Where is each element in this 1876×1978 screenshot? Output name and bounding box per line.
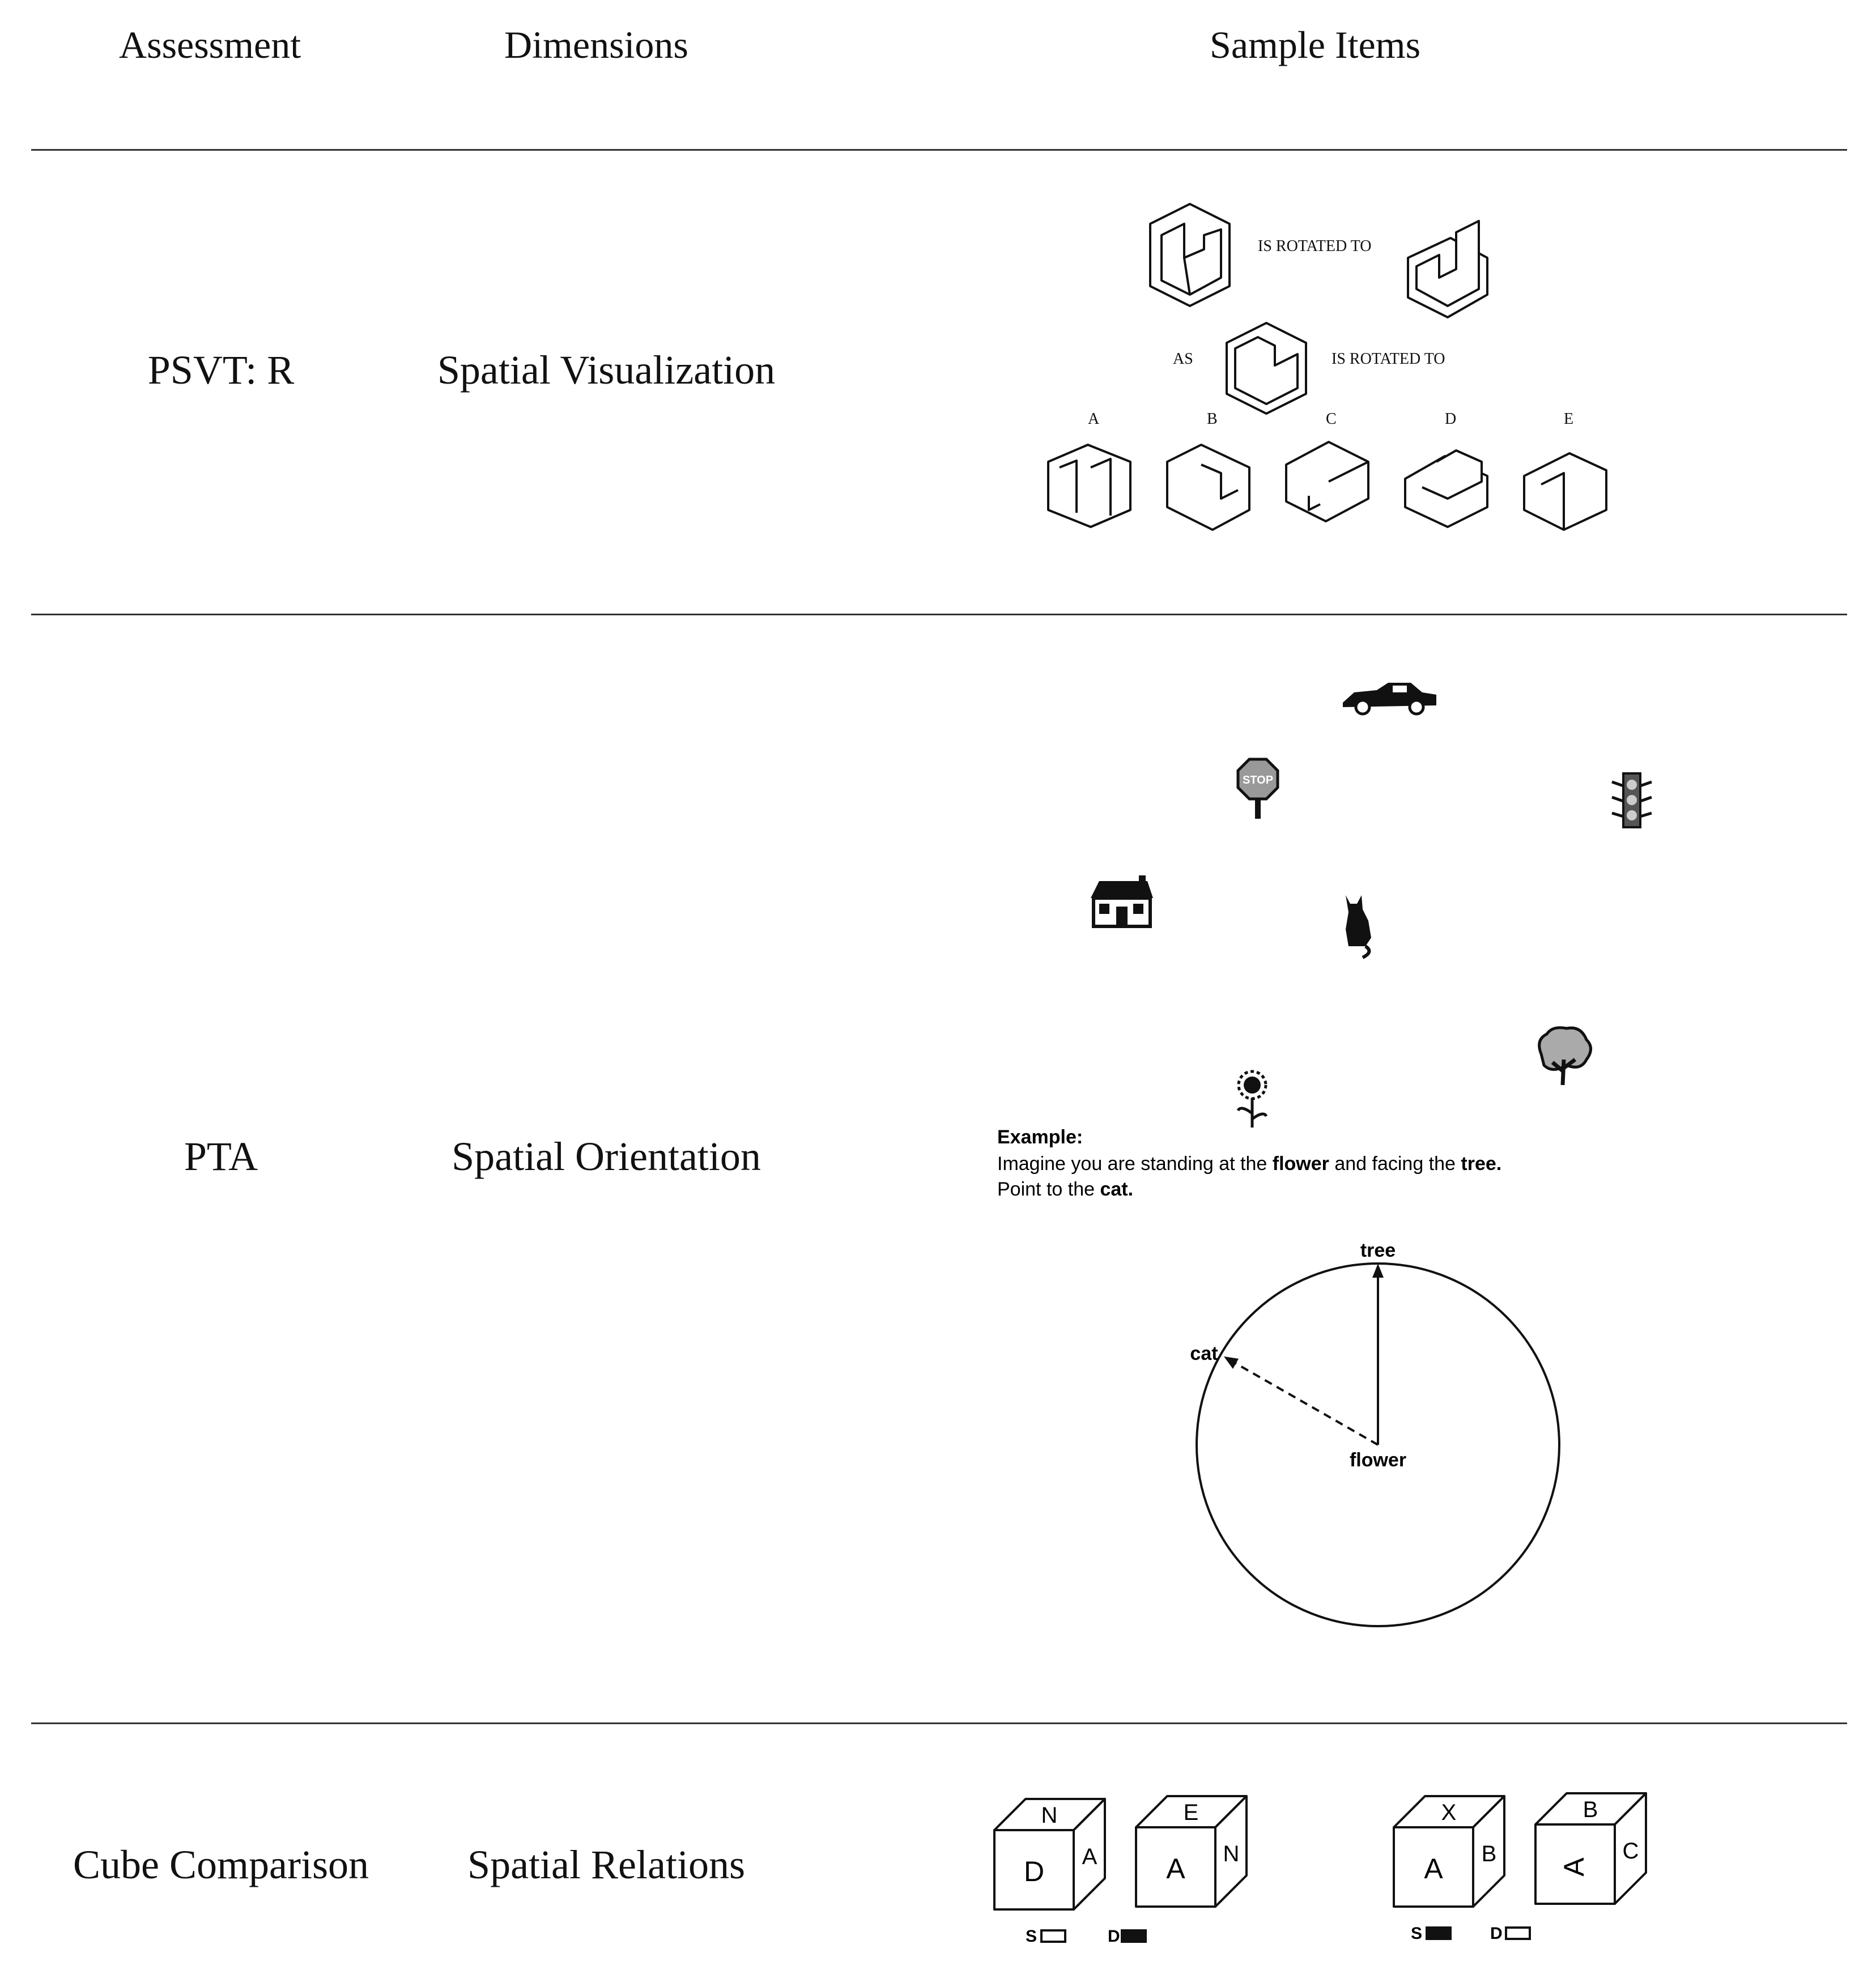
cube-pair2-cube1: X A B	[1393, 1795, 1505, 1908]
row-dimension-orientation: Spatial Orientation	[452, 1134, 761, 1179]
header-dimensions: Dimensions	[504, 23, 688, 66]
row-assessment-pta: PTA	[184, 1134, 258, 1179]
row-dimension-relations: Spatial Relations	[467, 1842, 745, 1887]
psvt-option-e-object	[1523, 452, 1607, 531]
svg-text:E: E	[1184, 1800, 1199, 1825]
car-icon	[1343, 683, 1436, 716]
svg-text:X: X	[1441, 1800, 1457, 1825]
cube-pair2-answer: S D	[1411, 1924, 1531, 1943]
psvt-option-a-object	[1047, 444, 1131, 528]
psvt-option-d-object	[1404, 449, 1488, 528]
cube-pair1-cube2: E A N	[1135, 1795, 1248, 1908]
house-icon	[1091, 875, 1153, 928]
header-assessment: Assessment	[119, 23, 301, 66]
psvt-option-b-label: B	[1207, 410, 1218, 428]
psvt-option-c-label: C	[1326, 410, 1337, 428]
svg-text:D: D	[1024, 1856, 1044, 1887]
svg-text:C: C	[1623, 1839, 1639, 1864]
svg-text:STOP: STOP	[1243, 774, 1273, 786]
cube-comparison-sample-item: N D A E A N S D X A B B A C S D	[993, 1792, 1647, 1946]
pta-label-tree: tree	[1360, 1240, 1396, 1261]
svg-text:A: A	[1558, 1857, 1590, 1877]
pta-instruction-line-1: Imagine you are standing at the flower a…	[997, 1153, 1501, 1175]
cube-pair2-cube2: B A C	[1534, 1792, 1647, 1905]
svg-text:B: B	[1583, 1797, 1598, 1822]
pta-label-flower: flower	[1350, 1449, 1406, 1471]
pta-label-cat: cat	[1190, 1343, 1218, 1364]
traffic-light-icon	[1611, 772, 1652, 828]
row-assessment-cube-comparison: Cube Comparison	[73, 1842, 369, 1887]
flower-icon	[1236, 1070, 1268, 1128]
pta-instruction-line-2: Point to the cat.	[997, 1179, 1133, 1200]
tree-icon	[1538, 1026, 1592, 1086]
psvt-reference-object	[1149, 203, 1231, 307]
row-rule-2	[31, 1722, 1847, 1724]
stop-sign-icon: STOP	[1236, 758, 1279, 819]
svg-text:D: D	[1490, 1924, 1503, 1943]
psvt-sample-item: IS ROTATED TO AS IS ROTATED TO A B C D E	[1047, 203, 1607, 531]
svg-text:A: A	[1082, 1844, 1097, 1869]
psvt-rotated-reference-object	[1407, 220, 1488, 318]
row-rule-1	[31, 614, 1847, 615]
cube-pair1-cube1: N D A	[993, 1798, 1106, 1911]
svg-text:S: S	[1411, 1924, 1422, 1943]
svg-text:N: N	[1223, 1841, 1240, 1866]
psvt-option-d-label: D	[1445, 410, 1456, 428]
psvt-option-e-label: E	[1564, 410, 1573, 428]
pta-example-label: Example:	[997, 1126, 1083, 1148]
psvt-question-object	[1226, 322, 1307, 415]
psvt-option-b-object	[1166, 444, 1250, 531]
header-sample-items: Sample Items	[1210, 23, 1421, 66]
cat-icon	[1346, 895, 1371, 959]
svg-text:A: A	[1166, 1853, 1185, 1885]
svg-text:A: A	[1424, 1853, 1443, 1885]
svg-text:S: S	[1026, 1927, 1037, 1946]
psvt-is-rotated-to-label-2: IS ROTATED TO	[1332, 350, 1445, 368]
svg-text:D: D	[1108, 1927, 1120, 1946]
row-dimension-visualization: Spatial Visualization	[437, 347, 776, 393]
pta-answer-circle: tree cat flower	[1190, 1240, 1560, 1627]
psvt-option-a-label: A	[1088, 410, 1100, 428]
psvt-as-label: AS	[1173, 350, 1193, 368]
psvt-option-c-object	[1285, 441, 1369, 522]
cube-pair1-answer: S D	[1026, 1927, 1147, 1946]
row-assessment-psvt: PSVT: R	[147, 347, 295, 393]
svg-text:N: N	[1041, 1803, 1058, 1828]
pta-sample-item: STOP Example: Imagine you are standing a…	[997, 683, 1652, 1627]
svg-text:B: B	[1482, 1841, 1497, 1866]
psvt-is-rotated-to-label-1: IS ROTATED TO	[1258, 237, 1372, 255]
header-rule	[31, 149, 1847, 151]
